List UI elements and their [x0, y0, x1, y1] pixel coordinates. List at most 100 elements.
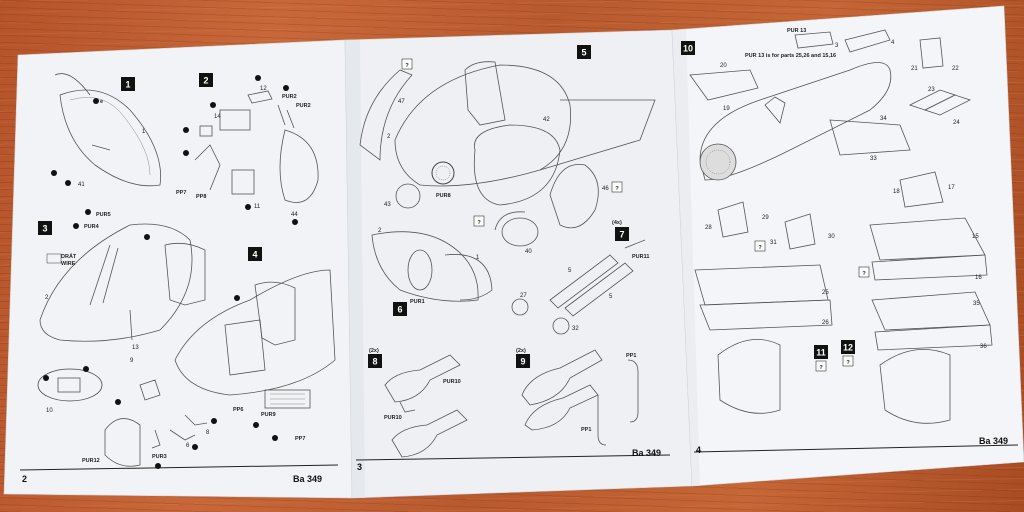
svg-text:PUR10: PUR10: [384, 415, 402, 421]
svg-text:(2x): (2x): [369, 348, 379, 354]
svg-text:8: 8: [206, 430, 210, 436]
svg-text:12: 12: [260, 86, 267, 92]
page-4-footer-rule: [693, 444, 1019, 453]
paint-marker: [65, 180, 71, 186]
svg-text:27: 27: [520, 293, 527, 299]
page-number: 3: [357, 462, 362, 472]
svg-text:36: 36: [980, 344, 987, 350]
svg-text:WIRE: WIRE: [61, 261, 76, 267]
svg-text:PUR 13 is for parts 25,26 and: PUR 13 is for parts 25,26 and 15,16: [745, 53, 836, 59]
step-badge: [199, 73, 213, 87]
svg-text:29: 29: [762, 215, 769, 221]
fuselage-half-step3: [39, 223, 206, 342]
fold-shadow: [672, 30, 700, 486]
svg-text:1: 1: [476, 255, 480, 261]
footer-title: Ba 349: [979, 436, 1008, 446]
step-number: 4: [252, 250, 257, 260]
fold-shadow: [345, 40, 365, 498]
paint-marker: [192, 444, 198, 450]
page-2-footer-rule: [19, 464, 339, 471]
booster-rockets-step8: [384, 354, 468, 458]
unknown-marker: [842, 355, 854, 367]
footer-title: Ba 349: [632, 448, 661, 458]
bulkhead-part: [104, 379, 208, 467]
svg-text:18: 18: [893, 189, 900, 195]
unknown-marker: [611, 181, 623, 193]
rocket-rails-step7: [511, 239, 646, 335]
svg-text:?: ?: [405, 63, 409, 69]
paint-marker: [85, 209, 91, 215]
svg-text:30: 30: [828, 234, 835, 240]
nose-section-step6: [371, 231, 493, 302]
paint-marker: [73, 223, 79, 229]
svg-text:PUR3: PUR3: [152, 454, 167, 460]
svg-text:23: 23: [928, 87, 935, 93]
svg-text:PP6: PP6: [233, 407, 243, 413]
fuselage-half-step4: [174, 269, 336, 409]
svg-text:2: 2: [45, 295, 49, 301]
booster-rockets-step9: [521, 349, 639, 446]
paint-marker: [51, 170, 57, 176]
full-fuselage-step10: [689, 29, 972, 181]
unknown-marker: [473, 215, 485, 227]
svg-text:PUR4: PUR4: [84, 224, 100, 230]
svg-text:PUR 13: PUR 13: [787, 28, 806, 34]
svg-text:PP1: PP1: [626, 353, 636, 359]
page-4-paper: [671, 5, 1024, 487]
svg-text:43: 43: [384, 202, 391, 208]
svg-text:10: 10: [46, 408, 53, 414]
svg-text:PP8: PP8: [196, 194, 206, 200]
svg-text:42: 42: [543, 117, 550, 123]
svg-text:PP7: PP7: [176, 190, 186, 196]
step-badge: [577, 45, 591, 59]
paint-marker: [272, 435, 278, 441]
svg-text:?: ?: [846, 360, 850, 366]
step-number: 2: [203, 76, 208, 86]
svg-text:PUR5: PUR5: [96, 212, 111, 218]
svg-text:31: 31: [770, 240, 777, 246]
step-number: 3: [42, 224, 47, 234]
detail-circle: [37, 368, 103, 402]
svg-text:?: ?: [615, 186, 619, 192]
svg-text:PUR2: PUR2: [296, 103, 311, 109]
step-badge: [393, 302, 407, 316]
svg-text:34: 34: [880, 116, 887, 122]
svg-text:PP1: PP1: [581, 427, 591, 433]
svg-text:33: 33: [870, 156, 877, 162]
step-number: 10: [683, 44, 693, 54]
svg-text:19: 19: [723, 106, 730, 112]
paint-marker: [245, 204, 251, 210]
svg-text:6: 6: [186, 443, 190, 449]
svg-text:44: 44: [291, 212, 298, 218]
paint-marker: [255, 75, 261, 81]
svg-text:20: 20: [720, 63, 727, 69]
fuselage-assembly-step5: [359, 61, 656, 247]
paint-marker: [83, 366, 89, 372]
svg-text:PUR1: PUR1: [410, 299, 425, 305]
step-number: 11: [816, 348, 826, 358]
svg-text:PUR12: PUR12: [82, 458, 100, 464]
step-badge: [615, 227, 629, 241]
svg-text:PUR10: PUR10: [443, 379, 461, 385]
svg-text:24: 24: [953, 120, 960, 126]
svg-text:?: ?: [477, 220, 481, 226]
step-number: 9: [520, 357, 525, 367]
step-badge: [814, 345, 828, 359]
svg-text:9: 9: [130, 358, 134, 364]
svg-text:?: ?: [819, 365, 823, 371]
step-badge: [248, 247, 262, 261]
svg-text:22: 22: [952, 66, 959, 72]
svg-text:32: 32: [572, 326, 579, 332]
step-number: 7: [619, 230, 624, 240]
svg-text:21: 21: [911, 66, 918, 72]
svg-text:16: 16: [975, 275, 982, 281]
step-number: 1: [125, 80, 130, 90]
step-number: 6: [397, 305, 402, 315]
unknown-marker: [754, 240, 766, 252]
fuselage-half-step1: [54, 73, 161, 187]
cockpit-parts-step2: [194, 90, 319, 203]
svg-text:17: 17: [948, 185, 955, 191]
step-badge: [681, 41, 695, 55]
step-badge: [38, 221, 52, 235]
